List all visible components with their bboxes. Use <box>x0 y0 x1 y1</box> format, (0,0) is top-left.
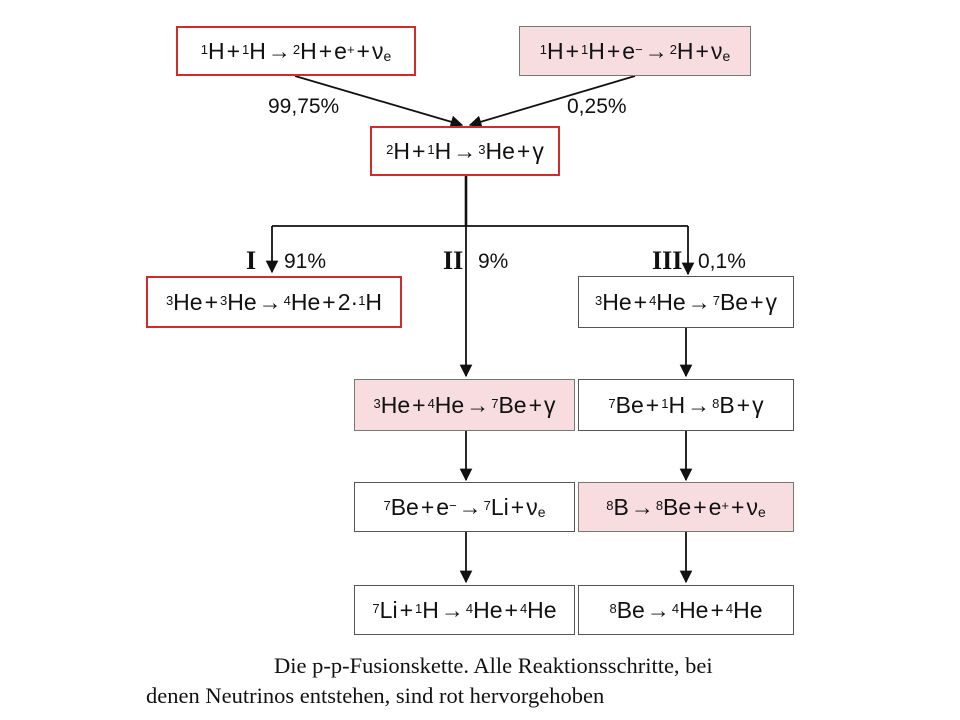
reaction-be7-proton-box: 7Be+1H→8B+γ <box>578 379 794 431</box>
branch-2-numeral: II <box>443 246 464 275</box>
caption-line-2: denen Neutrinos entstehen, sind rot herv… <box>146 683 605 708</box>
reaction-he3-he3-box: 3He+3He→4He+2·1H <box>146 276 402 328</box>
reaction-he3-he4-branch2-box: 3He+4He→7Be+γ <box>354 379 575 431</box>
branch-2-percentage: 9% <box>478 250 509 273</box>
reaction-b8-decay-box: 8B→8Be+e++νe <box>578 482 794 532</box>
branch-3-percentage: 0,1% <box>698 250 746 273</box>
branch-percentage-pp: 99,75% <box>268 95 340 118</box>
equation-text: 8B→8Be+e++νe <box>606 493 766 520</box>
equation-text: 3He+4He→7Be+γ <box>373 391 556 418</box>
arrow-r2-to-r3 <box>468 75 636 128</box>
reaction-pp-box: 1H+1H→2H+e++νe <box>176 26 416 76</box>
equation-text: 1H+1H+e−→2H+νe <box>539 37 731 64</box>
equation-text: 2H+1H→3He+γ <box>386 137 544 164</box>
equation-text: 7Be+e−→7Li+νe <box>383 493 546 520</box>
reaction-pep-box: 1H+1H+e−→2H+νe <box>519 26 751 76</box>
caption-line-1: Die p-p-Fusionskette. Alle Reaktionsschr… <box>274 653 713 678</box>
reaction-deuterium-proton-box: 2H+1H→3He+γ <box>370 126 560 176</box>
equation-text: 1H+1H→2H+e++νe <box>200 37 392 64</box>
equation-text: 7Be+1H→8B+γ <box>608 391 764 418</box>
equation-text: 8Be→4He+4He <box>609 596 763 623</box>
branch-percentage-pep: 0,25% <box>567 95 627 118</box>
reaction-be8-decay-box: 8Be→4He+4He <box>578 585 794 635</box>
reaction-li7-proton-box: 7Li+1H→4He+4He <box>354 585 575 635</box>
branch-1-numeral: I <box>246 246 257 275</box>
equation-text: 7Li+1H→4He+4He <box>372 596 557 623</box>
branch-3-numeral: III <box>652 246 683 275</box>
equation-text: 3He+3He→4He+2·1H <box>165 288 383 315</box>
equation-text: 3He+4He→7Be+γ <box>594 288 778 315</box>
branch-1-percentage: 91% <box>284 250 327 273</box>
reaction-be7-electron-capture-box: 7Be+e−→7Li+νe <box>354 482 575 532</box>
arrow-r1-to-r3 <box>294 75 464 128</box>
reaction-he3-he4-branch3-box: 3He+4He→7Be+γ <box>578 276 794 328</box>
